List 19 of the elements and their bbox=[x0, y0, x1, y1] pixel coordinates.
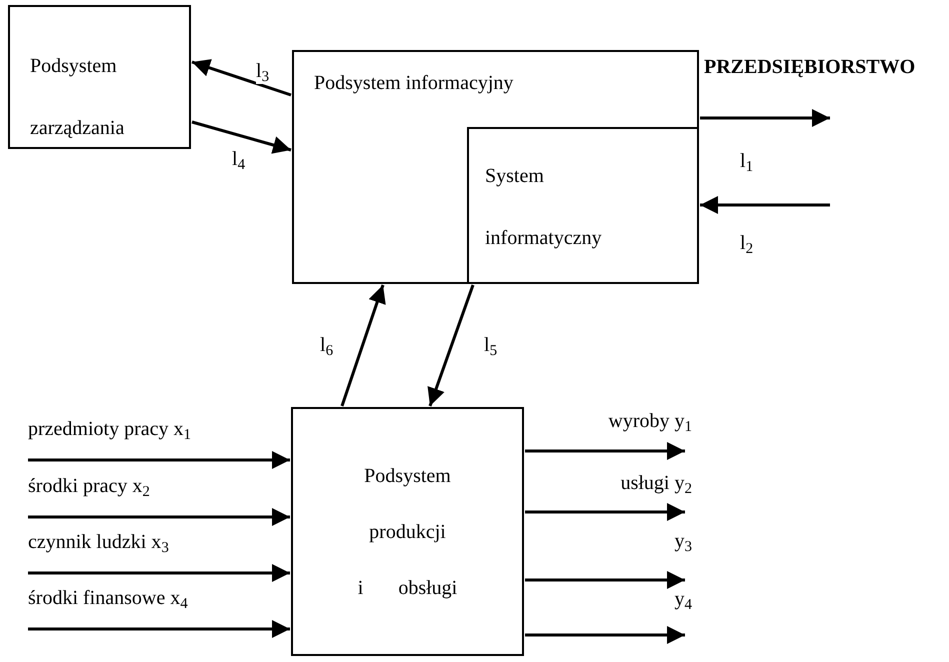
system-box: System informatyczny bbox=[467, 127, 699, 284]
subsystem-box: Podsystem zarządzania bbox=[8, 5, 191, 149]
subsystem-box: Podsystem produkcji i obsługi bbox=[291, 407, 524, 656]
arrow bbox=[192, 59, 292, 96]
arrow bbox=[525, 442, 685, 460]
arrow bbox=[428, 284, 474, 406]
arrow bbox=[700, 109, 830, 127]
subsystem-box: Podsystem informacyjny System informatyczny bbox=[292, 50, 699, 284]
arrow bbox=[525, 571, 685, 589]
arrow bbox=[700, 196, 830, 214]
arrow bbox=[525, 626, 685, 644]
arrow bbox=[340, 284, 386, 406]
arrow bbox=[525, 503, 685, 521]
arrow bbox=[192, 120, 292, 154]
arrow bbox=[28, 508, 290, 526]
arrow bbox=[28, 564, 290, 582]
heading-label: PRZEDSIĘBIORSTWO bbox=[704, 55, 916, 80]
arrow bbox=[28, 620, 290, 638]
arrow bbox=[28, 451, 290, 469]
